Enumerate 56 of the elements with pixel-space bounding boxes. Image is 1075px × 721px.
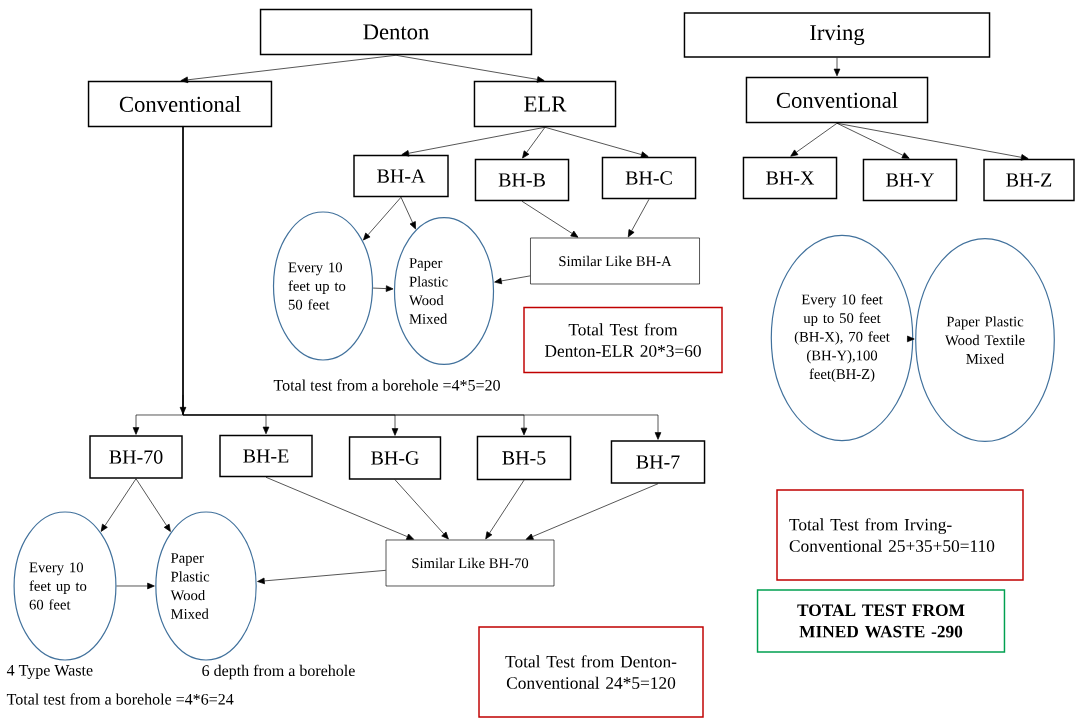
arrow	[395, 54, 545, 83]
arrow	[400, 196, 416, 230]
ellipse-node: Paper Plastic Wood Mixed	[155, 511, 257, 661]
process-box: BH-5	[476, 435, 572, 481]
arrow	[627, 198, 650, 238]
arrow	[100, 478, 137, 532]
ellipse-node: Every 10 feet up to 50 feet (BH-X), 70 feet (BH-Y),100 feet(BH-Z)	[770, 234, 914, 442]
arrow	[522, 126, 546, 159]
grand-total-box: TOTAL TEST FROM MINED WASTE -290	[756, 589, 1006, 653]
arrow	[494, 275, 531, 285]
arrow	[394, 479, 449, 540]
ellipse-node: Every 10 feet up to 50 feet	[272, 211, 374, 361]
arrow	[521, 200, 579, 238]
process-box: BH-7	[610, 440, 706, 484]
arrow	[525, 483, 659, 540]
arrow	[485, 479, 525, 540]
ellipse-node: Paper Plastic Wood Mixed	[393, 216, 495, 366]
note-text: Total test from a borehole =4*6=24	[6, 693, 234, 705]
process-box: BH-B	[474, 158, 570, 202]
process-box: BH-Z	[983, 158, 1075, 202]
process-box: ELR	[473, 80, 617, 128]
arrow	[372, 285, 394, 292]
process-box: BH-C	[601, 156, 697, 200]
note-box: Similar Like BH-A	[530, 237, 700, 285]
arrow	[906, 335, 915, 343]
process-box: BH-A	[353, 154, 449, 198]
total-box: Total Test from Denton-Conventional 24*5=120	[478, 626, 704, 718]
note-text: 6 depth from a borehole	[202, 664, 355, 680]
arrow	[135, 478, 171, 532]
arrow	[363, 196, 402, 241]
ellipse-node: Every 10 feet up to 60 feet	[13, 511, 117, 661]
process-box: Conventional	[745, 76, 929, 124]
arrow	[116, 582, 155, 590]
arrow	[180, 54, 397, 84]
arrow	[257, 570, 386, 585]
arrow	[833, 57, 841, 77]
process-box: Conventional	[87, 80, 273, 128]
arrow	[544, 126, 649, 158]
note-box: Similar Like BH-70	[385, 539, 555, 587]
ellipse-node: Paper Plastic Wood Textile Mixed	[915, 237, 1055, 443]
process-box: BH-G	[348, 436, 442, 480]
process-box: BH-70	[89, 435, 183, 479]
arrow	[182, 125, 662, 440]
process-box: BH-E	[219, 434, 313, 478]
process-box: Denton	[259, 8, 533, 56]
arrow	[836, 122, 1029, 161]
process-box: Irving	[683, 12, 991, 58]
arrow	[836, 122, 910, 159]
total-box: Total Test from Irving-Conventional 25+35+50=110	[776, 489, 1024, 581]
arrow	[790, 122, 838, 157]
arrow	[401, 126, 546, 157]
note-text: Total test from a borehole =4*5=20	[273, 379, 500, 391]
total-box: Total Test from Denton-ELR 20*3=60	[523, 306, 723, 374]
arrow	[265, 476, 415, 540]
process-box: BH-X	[742, 156, 838, 200]
process-box: BH-Y	[862, 158, 958, 202]
